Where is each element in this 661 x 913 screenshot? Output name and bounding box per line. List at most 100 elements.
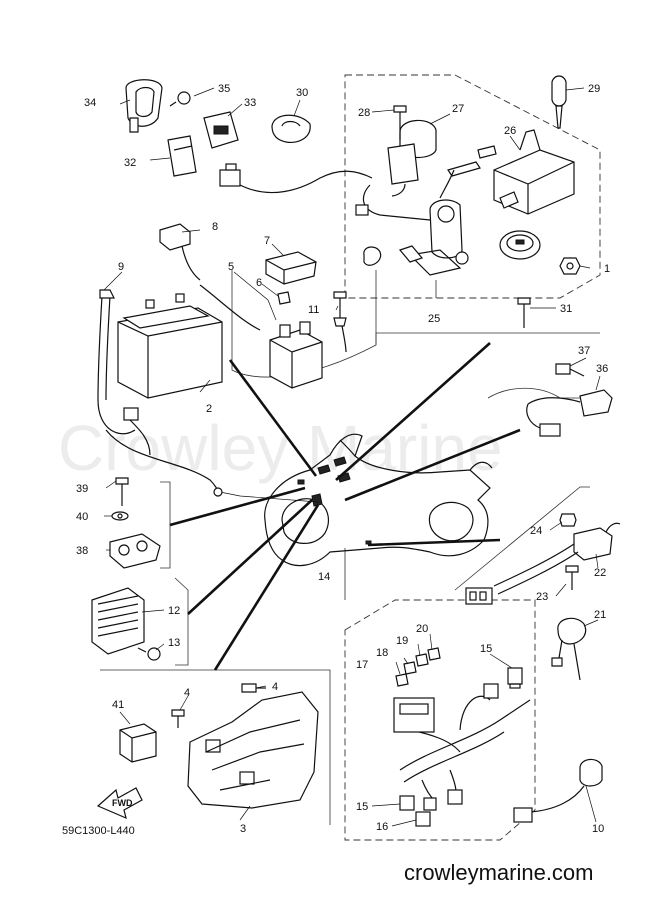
callout-14: 14 — [318, 571, 330, 583]
callout-27: 27 — [452, 103, 464, 115]
callout-21: 21 — [594, 609, 606, 621]
group-border-main — [375, 332, 600, 345]
group-border-rectifier — [174, 577, 189, 666]
callout-24: 24 — [530, 525, 542, 537]
watermark: Crowley Marine — [58, 412, 503, 484]
clamp-21 — [551, 617, 587, 681]
fuse-6 — [277, 291, 291, 305]
callout-8: 8 — [212, 221, 218, 233]
group-border-sensor-right — [454, 486, 590, 591]
callout-20: 20 — [416, 623, 428, 635]
relay-small — [423, 789, 463, 811]
sensor-36 — [526, 389, 613, 437]
sensor-10 — [513, 758, 603, 823]
callout-12: 12 — [168, 605, 180, 617]
callout-15b: 15 — [356, 801, 368, 813]
callout-32: 32 — [124, 157, 136, 169]
grommet — [363, 246, 382, 266]
vehicle-outline — [264, 433, 493, 567]
callout-23: 23 — [536, 591, 548, 603]
group-border-wiring — [344, 599, 536, 841]
fwd-label: FWD — [112, 798, 133, 808]
key-switch — [439, 145, 497, 199]
connector-left — [219, 163, 241, 187]
callout-40: 40 — [76, 511, 88, 523]
battery-cable — [97, 289, 223, 497]
immobilizer-unit — [387, 119, 437, 197]
bolt-4a — [171, 709, 185, 728]
callout-33: 33 — [244, 97, 256, 109]
bolt-39 — [115, 477, 129, 506]
bolt-11 — [333, 291, 347, 353]
callout-28: 28 — [358, 107, 370, 119]
screw-31 — [517, 297, 531, 328]
callout-16: 16 — [376, 821, 388, 833]
relay-16 — [415, 811, 431, 827]
callout-18: 18 — [376, 647, 388, 659]
callout-29: 29 — [588, 83, 600, 95]
battery — [117, 293, 223, 399]
callout-41: 41 — [112, 699, 124, 711]
callout-37: 37 — [578, 345, 590, 357]
starter-relay — [199, 284, 323, 389]
callout-30: 30 — [296, 87, 308, 99]
clamp-30 — [271, 114, 311, 143]
fuse-box-cover — [265, 251, 317, 285]
callout-7: 7 — [264, 235, 270, 247]
callout-1: 1 — [604, 263, 610, 275]
callout-9: 9 — [118, 261, 124, 273]
bolt-4b — [241, 683, 266, 693]
callout-26: 26 — [504, 125, 516, 137]
screw-37 — [555, 363, 585, 377]
screw-23 — [565, 565, 579, 590]
callout-36: 36 — [596, 363, 608, 375]
callout-31: 31 — [560, 303, 572, 315]
nut-24 — [559, 513, 577, 527]
ecu-unit — [493, 129, 575, 215]
diagram-code: 59C1300-L440 — [62, 825, 135, 837]
callout-4a: 4 — [184, 687, 190, 699]
callout-labels: 1 2 3 4 4 5 6 7 8 9 10 11 12 13 14 15 15… — [76, 83, 610, 835]
bolt-13 — [137, 647, 161, 661]
bracket-38 — [109, 533, 161, 569]
callout-39: 39 — [76, 483, 88, 495]
callout-35: 35 — [218, 83, 230, 95]
fuse-18 — [403, 661, 417, 675]
fuse-19 — [415, 653, 429, 667]
callout-3: 3 — [240, 823, 246, 835]
relay-15b — [399, 795, 415, 811]
nut-1 — [559, 257, 581, 275]
lock-cylinder — [499, 230, 541, 260]
leader-lines — [103, 87, 601, 827]
frame-3 — [187, 691, 319, 809]
rectifier-12 — [91, 587, 145, 655]
callout-17: 17 — [356, 659, 368, 671]
fuse-20 — [427, 647, 441, 661]
callout-34: 34 — [84, 97, 96, 109]
relay-41 — [119, 723, 157, 763]
callout-25: 25 — [428, 313, 440, 325]
washer-40 — [111, 511, 129, 521]
callout-15a: 15 — [480, 643, 492, 655]
group-border-ignition — [344, 74, 601, 299]
callout-11: 11 — [308, 304, 319, 316]
wire-harness-14 — [393, 683, 531, 801]
pointer-lines — [169, 342, 521, 671]
key — [551, 75, 567, 129]
callout-13: 13 — [168, 637, 180, 649]
sensor-22 — [465, 522, 621, 605]
ignition-switch-assembly — [355, 184, 469, 276]
site-url: crowleymarine.com — [404, 860, 594, 885]
callout-5: 5 — [228, 261, 234, 273]
callout-2: 2 — [206, 403, 212, 415]
callout-19: 19 — [396, 635, 408, 647]
screw-35 — [169, 91, 191, 107]
callout-4b: 4 — [272, 681, 278, 693]
callout-38: 38 — [76, 545, 88, 557]
cover-32 — [167, 135, 197, 177]
fuse-17 — [395, 673, 409, 687]
group-border-regulator-bracket — [160, 481, 171, 569]
relay-15a — [507, 667, 523, 689]
group-border-frame — [100, 669, 331, 825]
